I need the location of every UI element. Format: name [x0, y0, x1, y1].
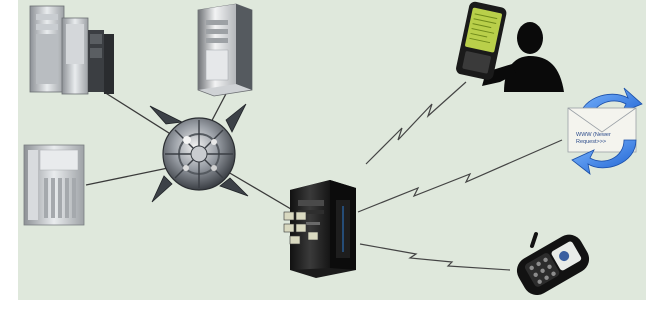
blade-server-icon [24, 145, 84, 225]
email-text-line-2: Request>>> [576, 139, 606, 145]
email-text-line-1: WWW (Newer [576, 132, 611, 138]
tower-server-icon [198, 4, 252, 96]
network-hub-icon [150, 104, 248, 202]
gateway-server-icon [284, 180, 356, 278]
